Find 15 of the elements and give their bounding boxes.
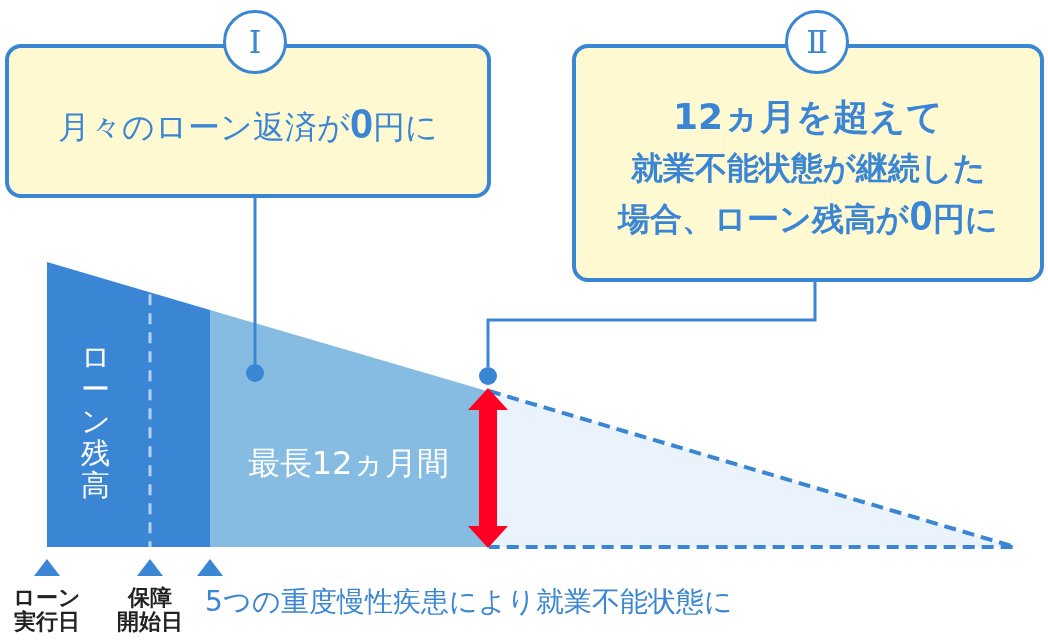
segment-label: ローン残高 [81,342,110,502]
benefit-period-segment [210,310,487,547]
leader-line [486,282,817,367]
leader-line [253,198,257,364]
numeral-circle: Ⅰ [223,10,287,74]
loan-balance-segment [47,262,210,547]
callout-text: 就業不能状態が継続した場合、ローン残高が0円に [616,148,999,242]
leader-dot [479,367,497,385]
callout-text: 月々のローン返済が0円に [57,102,439,150]
numeral-circle: Ⅱ [785,10,849,74]
date-label: ローン実行日 [13,586,81,635]
date-label: 保障開始日 [117,586,183,635]
event-label: 5つの重度慢性疾患により就業不能状態に [205,584,733,620]
segment-label: 最長12ヵ月間 [247,444,450,483]
callout-heading: 12ヵ月を超えて [672,95,944,140]
